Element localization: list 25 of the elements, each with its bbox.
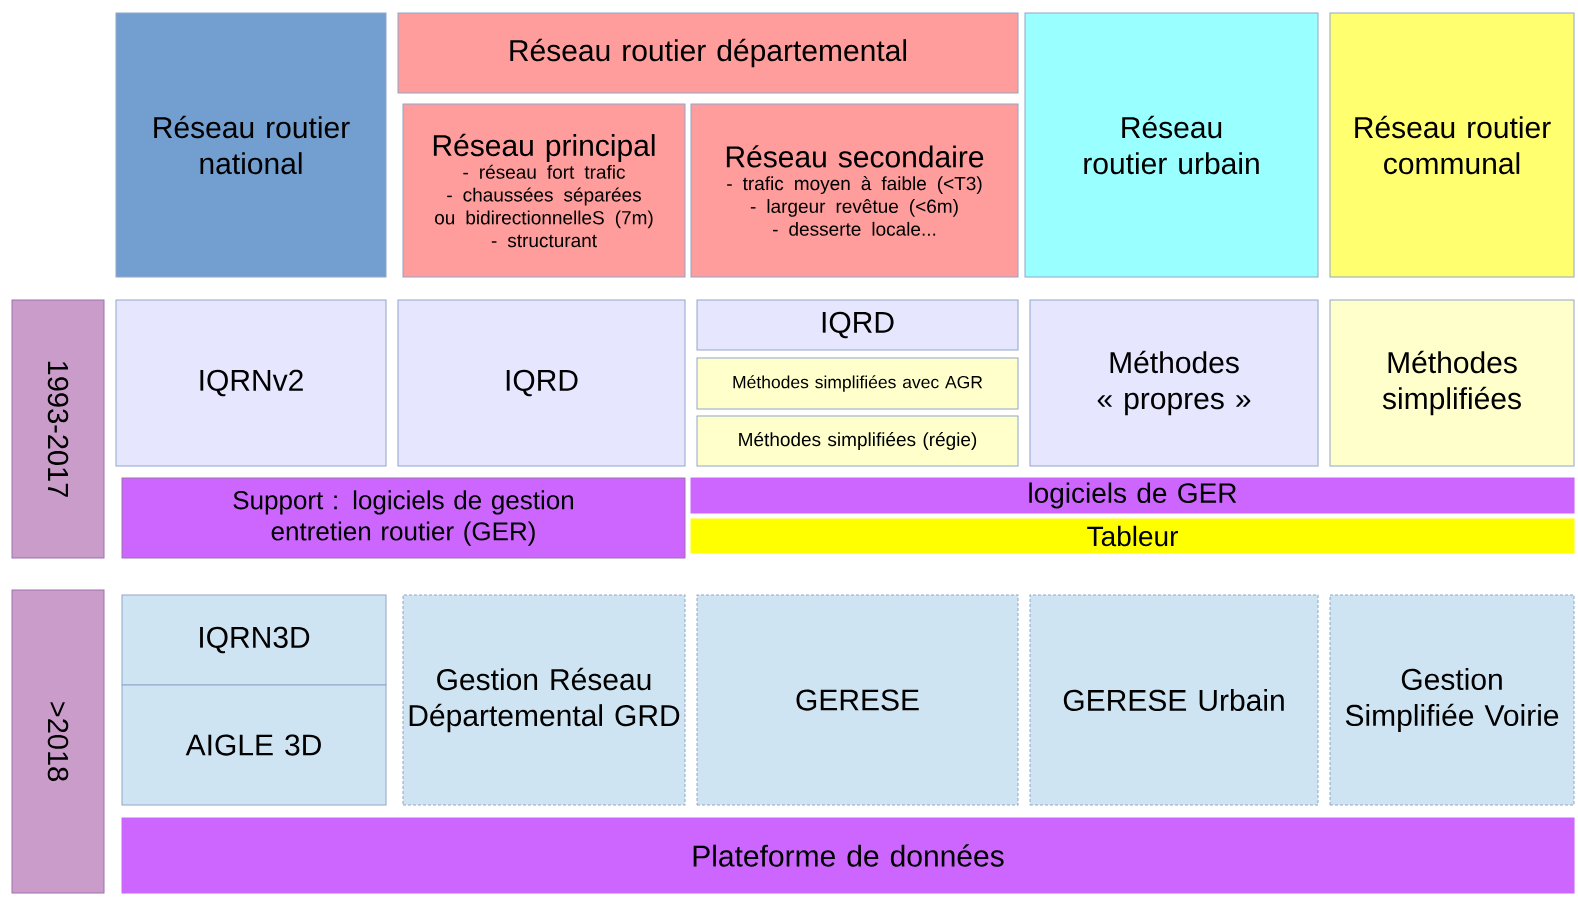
method-box: IQRD	[397, 299, 686, 467]
software-band: logiciels de GER	[690, 477, 1575, 514]
method-box: Méthodes simplifiées	[1329, 299, 1575, 467]
tool-box: Gestion Réseau Départemental GRD	[402, 594, 686, 806]
tool-box: GERESE Urbain	[1029, 594, 1319, 806]
tool-box: GERESE	[696, 594, 1019, 806]
method-box: IQRD	[696, 299, 1019, 351]
platform-band: Plateforme de données	[121, 817, 1575, 894]
network-box: Réseau routier national	[115, 12, 387, 278]
method-box: Méthodes « propres »	[1029, 299, 1319, 467]
network-box: Réseau routier urbain	[1024, 12, 1319, 278]
network-box: Réseau principal - réseau fort trafic - chaussées séparées ou bidirectionnelleS (7m) - structurant	[402, 103, 686, 278]
period-band: 1993-2017	[11, 299, 105, 559]
software-band: Tableur	[690, 518, 1575, 554]
method-box: Méthodes simplifiées avec AGR	[696, 357, 1019, 410]
period-band: >2018	[11, 589, 105, 894]
method-box: Méthodes simplifiées (régie)	[696, 415, 1019, 467]
method-box: IQRNv2	[115, 299, 387, 467]
network-header: Réseau routier départemental	[397, 12, 1019, 94]
tool-box: AIGLE 3D	[121, 684, 387, 806]
software-band: Support : logiciels de gestion entretien routier (GER)	[121, 477, 686, 559]
tool-box: IQRN3D	[121, 594, 387, 686]
network-box: Réseau routier communal	[1329, 12, 1575, 278]
network-box: Réseau secondaire - trafic moyen à faible (<T3) - largeur revêtue (<6m) - desserte locale...	[690, 103, 1019, 278]
tool-box: Gestion Simplifiée Voirie	[1329, 594, 1575, 806]
